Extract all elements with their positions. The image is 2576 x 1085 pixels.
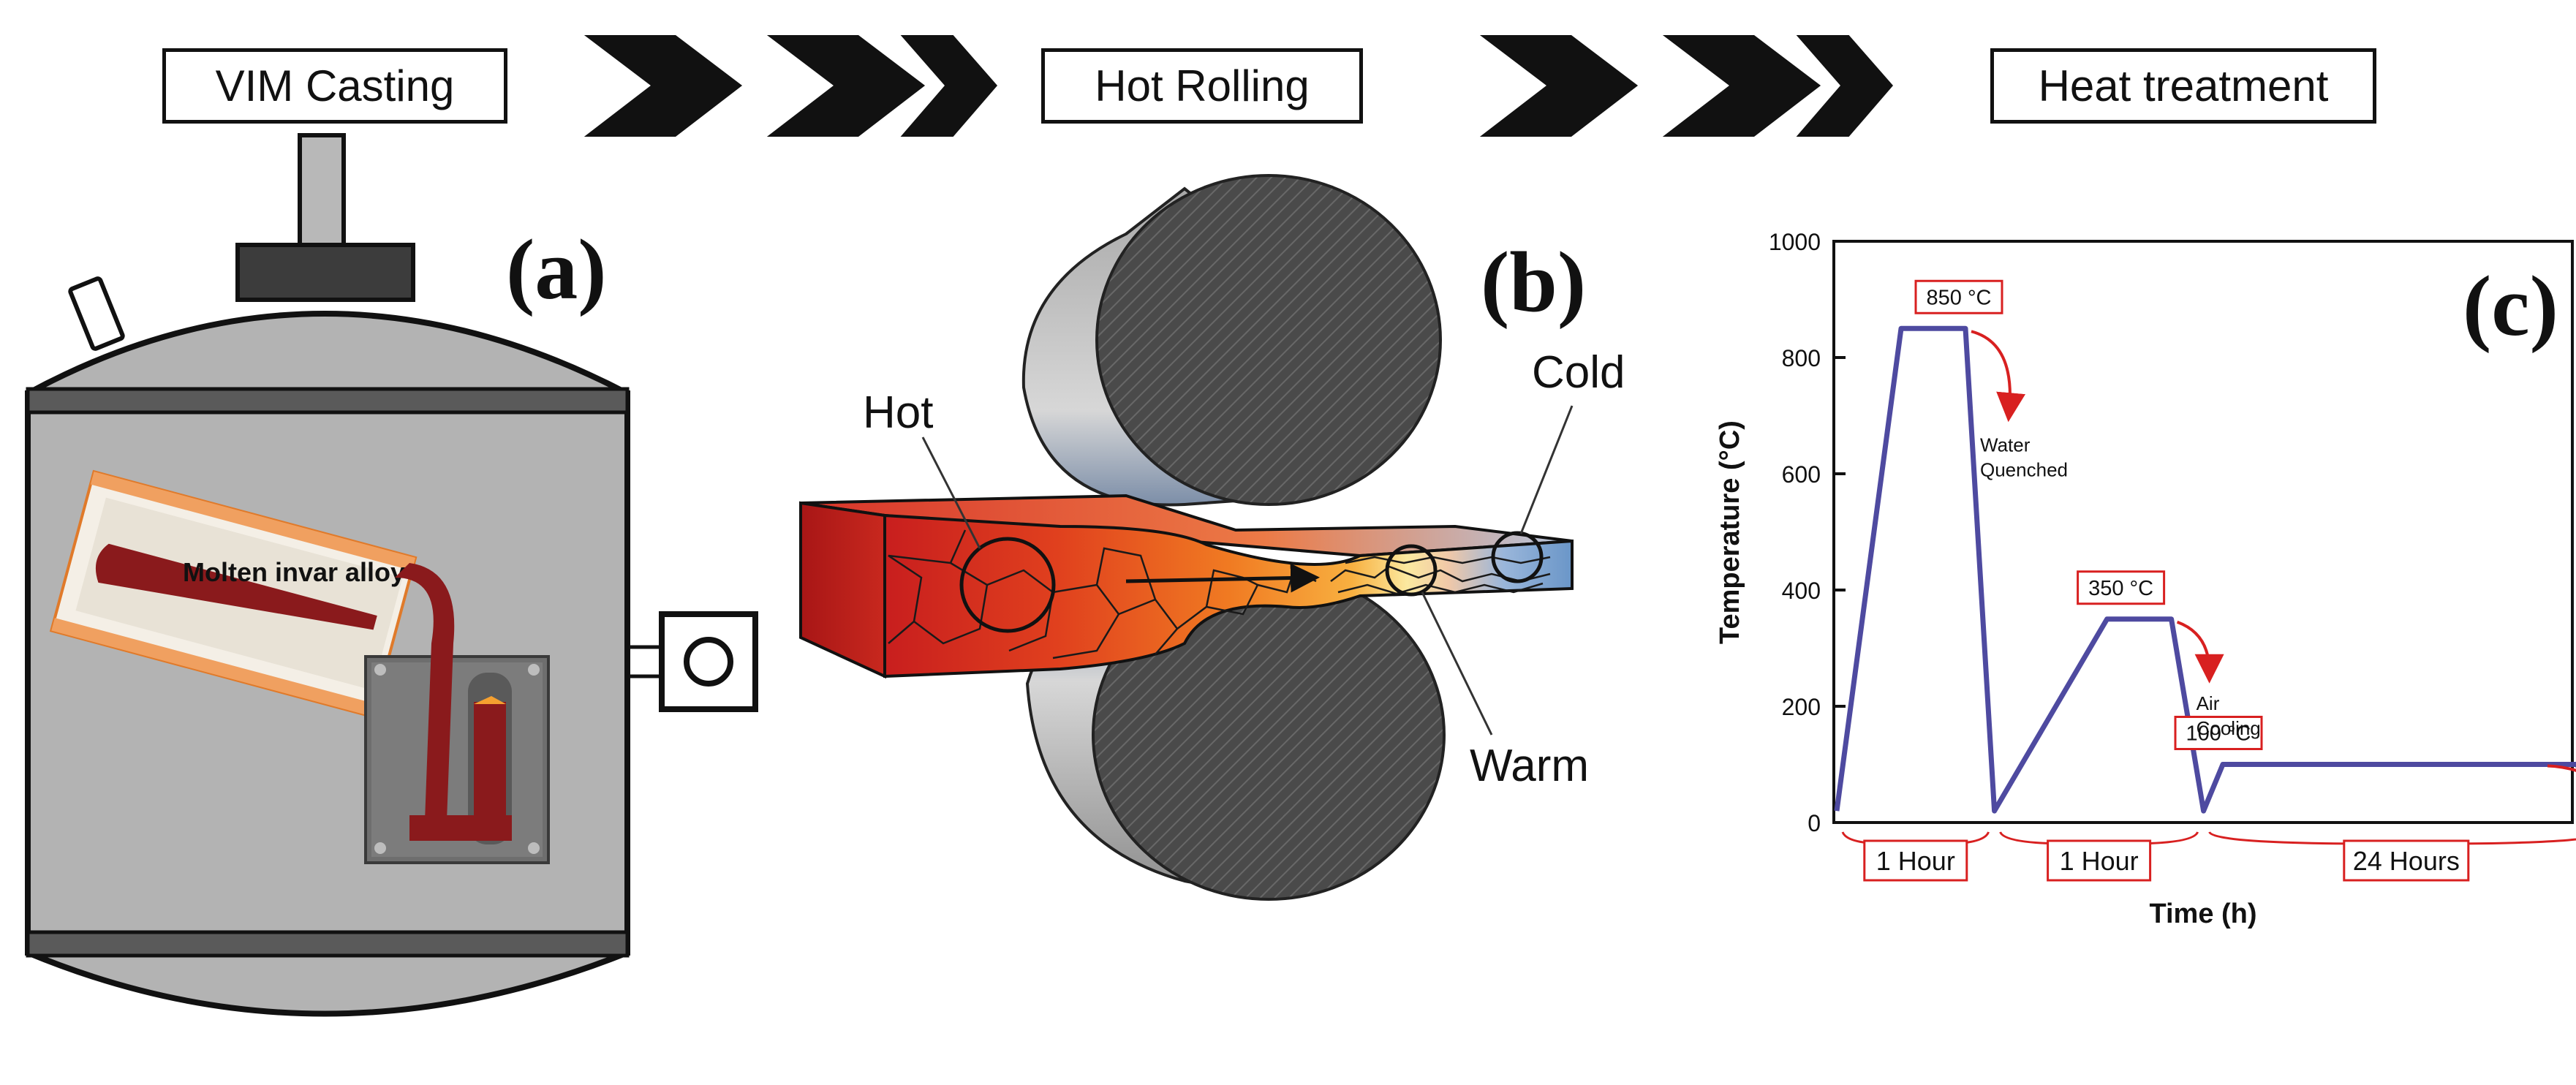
setpoint-box	[2174, 716, 2263, 750]
duration-box	[1863, 839, 1968, 882]
duration-label: 24 Hours	[2353, 846, 2460, 876]
step-vim-casting: VIM Casting	[162, 48, 507, 124]
setpoint-label: 100 °C	[2186, 722, 2251, 746]
y-tick-label: 0	[1808, 810, 1821, 836]
molten-alloy-label: Molten invar alloy	[183, 557, 405, 587]
duration-label: 1 Hour	[2060, 846, 2139, 876]
step-heat-treatment: Heat treatment	[1990, 48, 2376, 124]
panel-b-label: (b)	[1481, 234, 1586, 330]
process-arrow-1	[571, 31, 1003, 141]
y-tick-label: 800	[1782, 345, 1821, 371]
setpoint-label: 350 °C	[2088, 577, 2153, 600]
setpoint-box	[1914, 279, 2003, 314]
panel-c-label: (c)	[2463, 258, 2558, 354]
cold-zone-label: Cold	[1532, 347, 1625, 398]
y-tick-label: 600	[1782, 461, 1821, 488]
warm-zone-label: Warm	[1470, 741, 1589, 791]
duration-box	[2343, 839, 2470, 882]
y-tick-label: 1000	[1769, 229, 1821, 255]
y-axis: 0 200 400 600 800 1000	[1769, 229, 1846, 836]
crucible	[49, 469, 418, 719]
rolled-slab	[799, 494, 1574, 679]
cooling-arrow	[1971, 330, 2025, 423]
duration-box	[2047, 839, 2152, 882]
setpoint-box	[2077, 570, 2166, 605]
heat-treatment-chart: 0 200 400 600 800 1000 1 Hour 1 Hour 24 Hours 8…	[1715, 229, 2576, 929]
cooling-arrow	[2176, 620, 2224, 684]
temperature-series-line	[1834, 325, 2576, 814]
setpoint-label: 850 °C	[1927, 286, 1992, 309]
hot-zone-label: Hot	[863, 388, 933, 438]
x-axis-title: Time (h)	[2149, 899, 2256, 929]
ingot-mold	[364, 563, 550, 864]
cooling-arrow	[2547, 764, 2576, 772]
duration-brackets: 1 Hour 1 Hour 24 Hours	[1841, 831, 2576, 882]
process-arrow-2	[1467, 31, 1899, 141]
top-roll	[1021, 174, 1442, 507]
step-hot-rolling: Hot Rolling	[1041, 48, 1363, 124]
duration-label: 1 Hour	[1876, 846, 1955, 876]
panel-a-label: (a)	[506, 222, 607, 317]
y-tick-label: 200	[1782, 694, 1821, 720]
y-tick-label: 400	[1782, 578, 1821, 604]
y-axis-title: Temperature (°C)	[1715, 420, 1745, 644]
zone-callouts	[921, 405, 1574, 736]
